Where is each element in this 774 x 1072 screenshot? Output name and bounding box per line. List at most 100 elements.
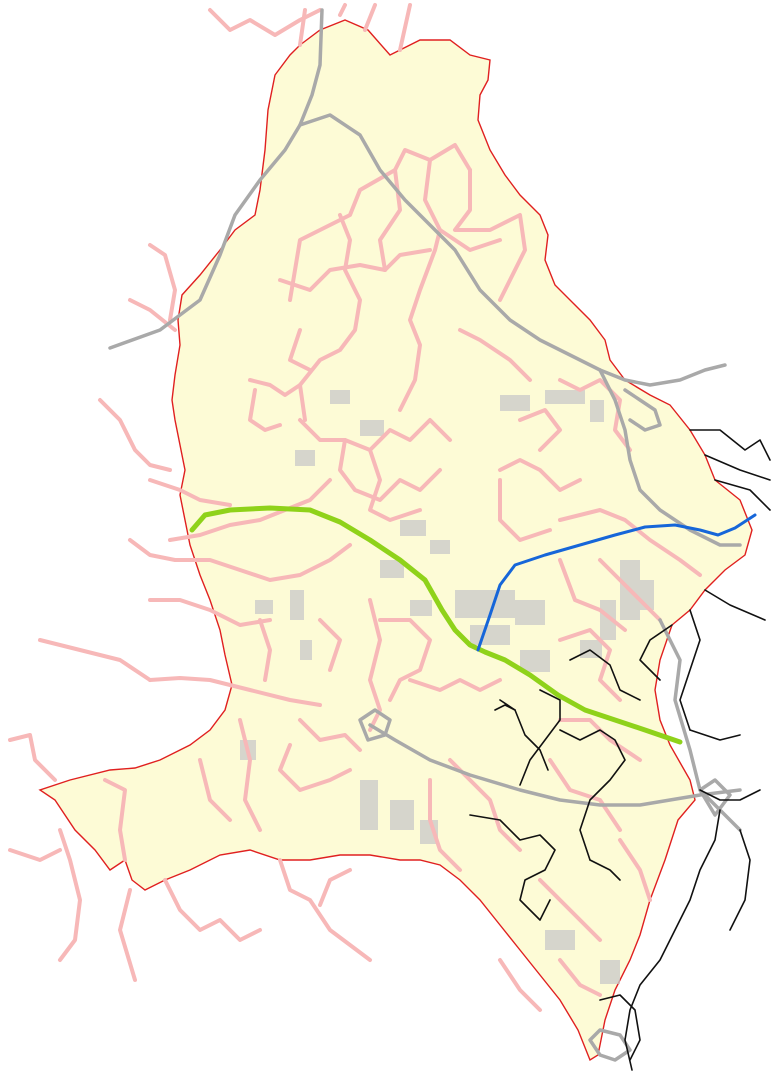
local-road: [318, 868, 352, 907]
building-block: [590, 400, 604, 422]
local-road: [148, 676, 322, 707]
building-block: [430, 540, 450, 554]
local-road: [558, 958, 602, 997]
external-road: [519, 689, 561, 786]
local-road: [278, 743, 352, 792]
local-road: [338, 3, 412, 52]
building-block: [290, 590, 304, 620]
local-road: [368, 448, 422, 522]
local-road: [318, 618, 342, 672]
local-road: [618, 838, 652, 902]
local-road: [168, 478, 332, 542]
external-road: [704, 454, 771, 481]
local-road: [558, 558, 627, 632]
building-block: [500, 395, 530, 411]
building-block: [380, 560, 404, 578]
building-block: [255, 600, 273, 614]
local-road: [298, 718, 362, 752]
blue-route[interactable]: [476, 513, 757, 652]
local-road: [148, 598, 272, 627]
external-road: [469, 814, 556, 921]
local-road: [428, 778, 462, 872]
major-road: [108, 8, 324, 350]
building-block: [515, 600, 545, 625]
external-road: [599, 994, 641, 1061]
building-block: [390, 800, 414, 830]
building-block: [410, 600, 432, 616]
local-road: [338, 438, 442, 502]
local-road: [408, 678, 502, 692]
local-road: [498, 958, 542, 1012]
building-block: [300, 640, 312, 660]
building-block: [545, 930, 575, 950]
local-road: [548, 758, 622, 832]
local-road: [298, 8, 307, 47]
external-road-network: [469, 429, 771, 1071]
building-block: [580, 640, 602, 658]
local-road: [238, 718, 262, 832]
local-road: [288, 328, 312, 372]
local-road: [278, 858, 372, 962]
local-road: [453, 168, 527, 302]
local-road: [148, 478, 232, 507]
local-road: [58, 828, 82, 962]
external-road: [704, 589, 766, 621]
local-road: [278, 248, 432, 292]
building-block: [520, 650, 550, 672]
building-block: [295, 450, 315, 466]
local-road: [98, 398, 172, 472]
local-road: [8, 848, 62, 862]
major-road: [368, 723, 742, 807]
local-road: [458, 328, 532, 382]
external-road: [689, 429, 771, 461]
external-road: [679, 609, 701, 731]
local-road: [8, 733, 57, 782]
external-road: [639, 624, 673, 681]
local-road: [198, 758, 232, 822]
local-road: [368, 598, 382, 732]
local-road: [118, 888, 137, 982]
building-block: [470, 625, 510, 645]
external-road: [559, 729, 626, 861]
external-road: [714, 479, 771, 511]
building-block: [360, 420, 384, 436]
major-roads: [108, 8, 742, 1062]
local-road: [248, 378, 302, 397]
building-block: [400, 520, 426, 536]
local-road: [148, 243, 177, 322]
local-road: [128, 538, 352, 582]
local-road: [298, 213, 362, 422]
building-block: [360, 780, 378, 830]
major-road: [358, 708, 392, 742]
external-road: [699, 789, 761, 801]
local-road: [538, 878, 602, 942]
building-block: [455, 590, 515, 618]
major-road: [698, 778, 732, 817]
external-road: [569, 649, 641, 701]
major-road: [623, 388, 662, 432]
building-block: [545, 390, 585, 404]
major-road: [298, 113, 727, 387]
building-blocks: [240, 390, 654, 984]
local-road: [103, 778, 127, 862]
green-route[interactable]: [189, 505, 683, 745]
local-road: [378, 618, 432, 702]
external-road: [589, 859, 621, 881]
local-road-network: [8, 3, 702, 1012]
local-road: [163, 878, 262, 942]
local-road: [438, 228, 502, 252]
external-road: [494, 704, 516, 711]
local-road: [38, 638, 152, 682]
building-block: [330, 390, 350, 404]
building-block: [600, 960, 620, 984]
local-road: [248, 388, 282, 432]
local-road: [558, 628, 622, 702]
local-road: [298, 418, 452, 452]
external-road: [729, 829, 751, 931]
external-road: [624, 809, 721, 1071]
local-road: [258, 618, 272, 682]
local-road: [518, 408, 562, 452]
building-block: [600, 600, 616, 640]
